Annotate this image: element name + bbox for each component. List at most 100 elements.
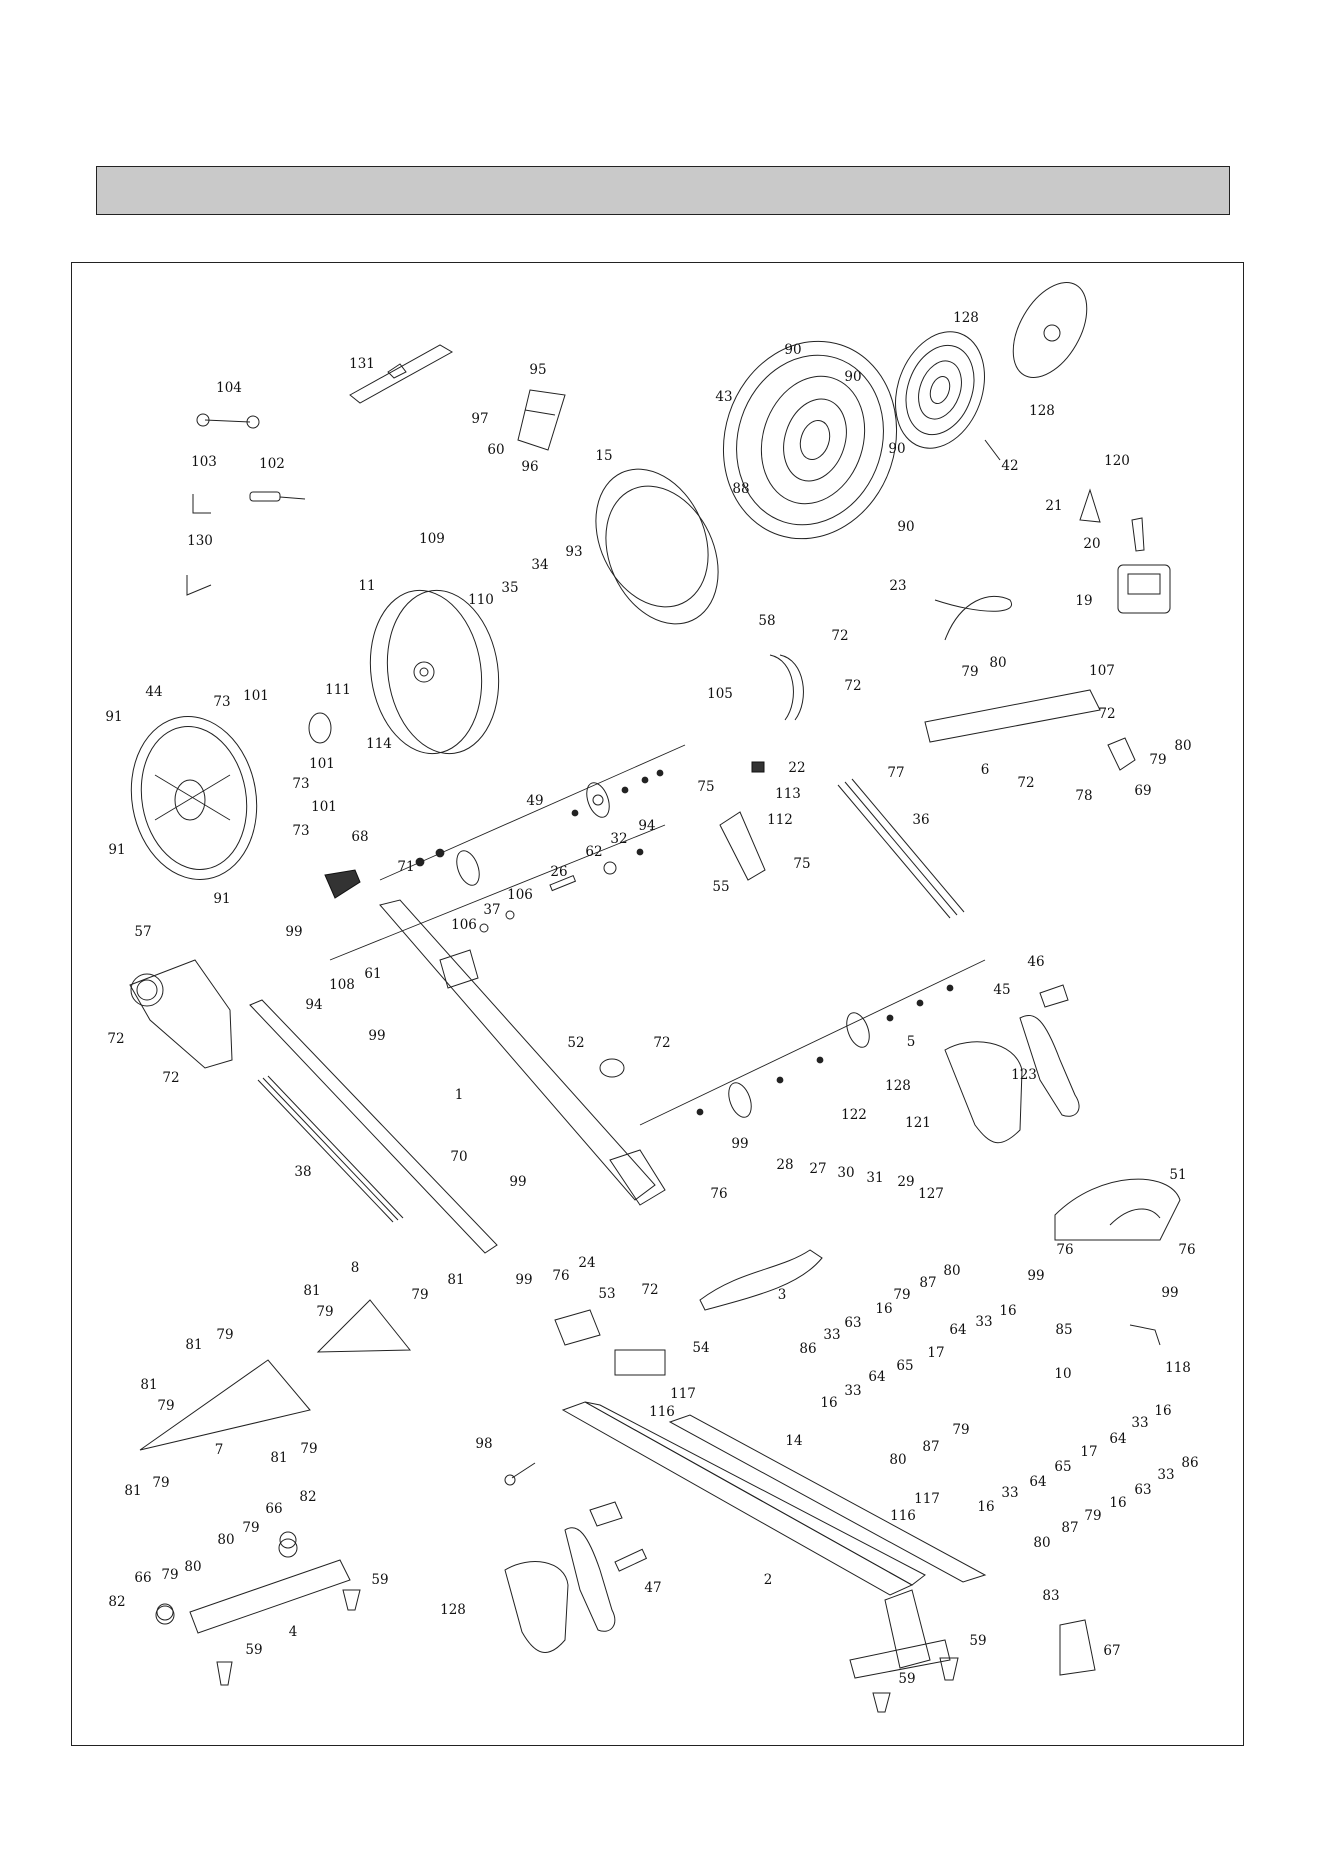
callout-99: 99 — [368, 1028, 385, 1044]
callout-23: 23 — [889, 578, 906, 594]
callout-31: 31 — [866, 1170, 883, 1186]
callout-34: 34 — [531, 557, 548, 573]
callout-101: 101 — [309, 756, 335, 772]
callout-29: 29 — [897, 1174, 914, 1190]
rods-part-36 — [837, 778, 965, 919]
callout-116: 116 — [649, 1404, 675, 1420]
allen-key-part-103 — [192, 494, 211, 514]
stabilizer-part-8 — [316, 1299, 412, 1353]
callout-75: 75 — [793, 856, 810, 872]
callout-81: 81 — [124, 1483, 141, 1499]
guide-part-58 — [769, 654, 804, 721]
callout-101: 101 — [311, 799, 337, 815]
cover-part-67 — [1059, 1619, 1096, 1676]
callout-73: 73 — [292, 776, 309, 792]
callout-87: 87 — [919, 1275, 936, 1291]
side-cover-part-44 — [130, 716, 258, 880]
callout-90: 90 — [897, 519, 914, 535]
callout-114: 114 — [366, 736, 392, 752]
callout-79: 79 — [316, 1304, 333, 1320]
callout-99: 99 — [509, 1174, 526, 1190]
callout-67: 67 — [1103, 1643, 1120, 1659]
callout-128: 128 — [885, 1078, 911, 1094]
callout-79: 79 — [961, 664, 978, 680]
callout-5: 5 — [907, 1034, 916, 1050]
belt-part-15 — [595, 468, 719, 625]
callout-121: 121 — [905, 1115, 931, 1131]
callout-16: 16 — [999, 1303, 1016, 1319]
callout-76: 76 — [1056, 1242, 1073, 1258]
callout-49: 49 — [526, 793, 543, 809]
front-stabilizer-part-4 — [155, 1538, 351, 1634]
footplate-part-45 — [1019, 1014, 1080, 1117]
callout-93: 93 — [565, 544, 582, 560]
callout-55: 55 — [712, 879, 729, 895]
pulley-bracket-part-55 — [719, 811, 766, 881]
bracket-part-68 — [324, 869, 361, 899]
callout-94: 94 — [638, 818, 655, 834]
callout-72: 72 — [653, 1035, 670, 1051]
pin-part-98 — [504, 1462, 536, 1486]
callout-81: 81 — [270, 1450, 287, 1466]
callout-42: 42 — [1001, 458, 1018, 474]
callout-64: 64 — [1109, 1431, 1126, 1447]
callout-24: 24 — [578, 1255, 595, 1271]
callout-59: 59 — [371, 1572, 388, 1588]
callout-59: 59 — [969, 1633, 986, 1649]
footrest-lower — [504, 1561, 569, 1653]
callout-94: 94 — [305, 997, 322, 1013]
callout-72: 72 — [162, 1070, 179, 1086]
callout-79: 79 — [893, 1287, 910, 1303]
callout-11: 11 — [358, 578, 375, 594]
callout-2: 2 — [764, 1572, 773, 1588]
callout-116: 116 — [890, 1508, 916, 1524]
callout-127: 127 — [918, 1186, 944, 1202]
callout-70: 70 — [450, 1149, 467, 1165]
roller-part-52 — [599, 1058, 625, 1078]
callout-131: 131 — [349, 356, 375, 372]
fan-wheel-part-11 — [369, 589, 500, 755]
callout-69: 69 — [1134, 783, 1151, 799]
callout-79: 79 — [216, 1327, 233, 1343]
callout-26: 26 — [550, 864, 567, 880]
callout-79: 79 — [1149, 752, 1166, 768]
callout-79: 79 — [300, 1441, 317, 1457]
callout-104: 104 — [216, 380, 242, 396]
callout-59: 59 — [245, 1642, 262, 1658]
callout-68: 68 — [351, 829, 368, 845]
callout-76: 76 — [710, 1186, 727, 1202]
rail-part-14 — [668, 1414, 987, 1583]
callout-64: 64 — [868, 1369, 885, 1385]
callout-111: 111 — [325, 682, 351, 698]
callout-80: 80 — [1174, 738, 1191, 754]
callout-52: 52 — [567, 1035, 584, 1051]
clip-part-22 — [751, 761, 765, 773]
footplate-lower — [564, 1527, 616, 1632]
callout-87: 87 — [922, 1439, 939, 1455]
callout-76: 76 — [1178, 1242, 1195, 1258]
callout-72: 72 — [844, 678, 861, 694]
bracket-part-21 — [1079, 488, 1101, 523]
callout-66: 66 — [134, 1570, 151, 1586]
callout-85: 85 — [1055, 1322, 1072, 1338]
callout-82: 82 — [108, 1594, 125, 1610]
diagram-frame — [71, 262, 1244, 1746]
callout-16: 16 — [977, 1499, 994, 1515]
callout-80: 80 — [989, 655, 1006, 671]
callout-101: 101 — [243, 688, 269, 704]
callout-61: 61 — [364, 966, 381, 982]
callout-63: 63 — [844, 1315, 861, 1331]
screwdriver-part-102 — [249, 491, 306, 502]
handle-bar-part-3 — [699, 1249, 823, 1311]
frame-part-6 — [924, 689, 1136, 771]
callout-16: 16 — [1109, 1495, 1126, 1511]
callout-96: 96 — [521, 459, 538, 475]
callout-27: 27 — [809, 1161, 826, 1177]
axle-assembly-upper — [379, 744, 686, 886]
callout-54: 54 — [692, 1340, 709, 1356]
stabilizer-part-7 — [139, 1359, 311, 1451]
callout-22: 22 — [788, 760, 805, 776]
callout-72: 72 — [107, 1031, 124, 1047]
display-part-19 — [1117, 564, 1171, 614]
callout-58: 58 — [758, 613, 775, 629]
